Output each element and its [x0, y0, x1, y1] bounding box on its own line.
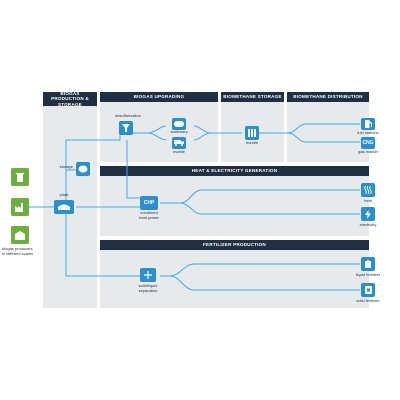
bundle-label: bundle	[245, 140, 258, 145]
gas-tank-icon	[174, 121, 184, 127]
panel-biomethane-distribution	[287, 92, 369, 162]
cylinder-bundle-icon	[248, 129, 256, 137]
header-fertilizer: FERTILIZER PRODUCTION	[100, 240, 369, 250]
gas-holder-icon	[78, 165, 88, 173]
factory-icon	[11, 198, 29, 216]
fuel-stations-node	[361, 118, 375, 130]
liquid-fertilizer-label: liquid fertilizer	[355, 272, 381, 277]
desulfurization-label: desulfurization	[115, 113, 141, 118]
truck-icon	[174, 140, 184, 146]
electricity-node	[361, 207, 375, 221]
header-biomethane-distribution: BIOMETHANE DISTRIBUTION	[287, 92, 369, 102]
biogas-producers-label: biogas producers in different scales	[2, 246, 34, 256]
liquid-fertilizer-node	[361, 257, 375, 271]
heat-waves-icon	[364, 186, 372, 194]
electricity-label: electricity	[359, 222, 377, 227]
solid-fertilizer-node	[361, 283, 375, 297]
solid-fertilizer-icon	[364, 286, 372, 294]
digester-icon	[58, 204, 70, 210]
lightning-icon	[365, 209, 371, 219]
storage-node	[76, 162, 90, 176]
stationary-label: stationary	[170, 129, 188, 134]
solid-fertilizer-label: solid fertilizer	[356, 298, 380, 303]
barn-icon	[11, 226, 29, 244]
separator-icon	[144, 271, 152, 279]
stationary-node	[172, 118, 186, 130]
mobile-node	[172, 137, 186, 149]
bundle-node	[245, 126, 259, 140]
cng-text: CNG	[362, 140, 374, 146]
header-biomethane-storage: BIOMETHANE STORAGE	[221, 92, 284, 102]
header-heat-electricity: HEAT & ELECTRICITY GENERATION	[100, 166, 369, 176]
recycle-bin-icon	[11, 168, 29, 186]
separation-node	[140, 268, 156, 282]
plant-label: plant	[59, 192, 69, 197]
mobile-label: mobile	[173, 149, 185, 154]
heat-label: heat	[364, 198, 372, 203]
fuel-stations-label: fuel stations	[357, 130, 379, 135]
gas-market-label: gas market	[358, 149, 378, 154]
filter-icon	[122, 124, 130, 132]
cng-node: CNG	[361, 137, 375, 149]
desulfurization-node	[119, 121, 133, 135]
header-biogas-upgrading: BIOGAS UPGRADING	[100, 92, 218, 102]
storage-label: storage	[59, 164, 73, 169]
chp-node: CHP	[140, 196, 158, 210]
heat-node	[361, 183, 375, 197]
solid-liquid-separation-label: solid/liquid separation	[138, 283, 158, 293]
fuel-pump-icon	[364, 120, 372, 128]
chp-text: CHP	[143, 200, 155, 206]
header-biogas-production: BIOGAS PRODUCTION & STORAGE	[43, 91, 97, 107]
liquid-fertilizer-icon	[365, 260, 371, 268]
combined-heat-power-label: combined heat power	[139, 210, 159, 220]
plant-node	[54, 200, 74, 214]
